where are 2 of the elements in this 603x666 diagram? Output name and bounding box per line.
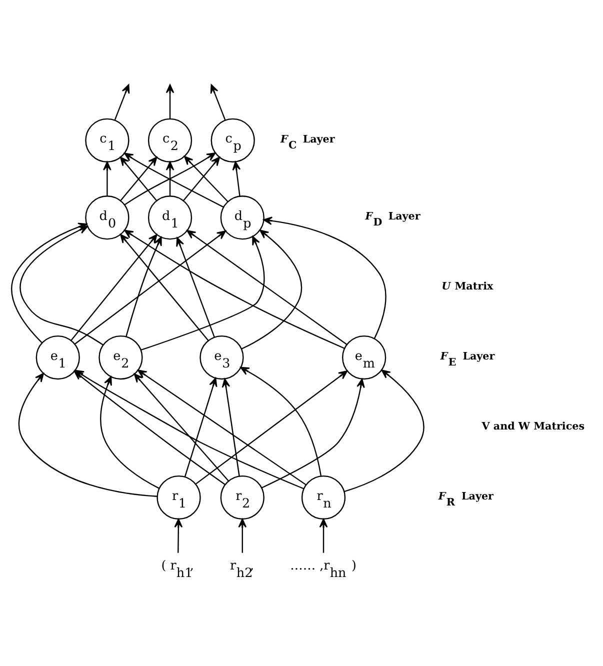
label: V and W Matrices xyxy=(482,420,585,432)
label: U Matrix xyxy=(442,280,494,292)
